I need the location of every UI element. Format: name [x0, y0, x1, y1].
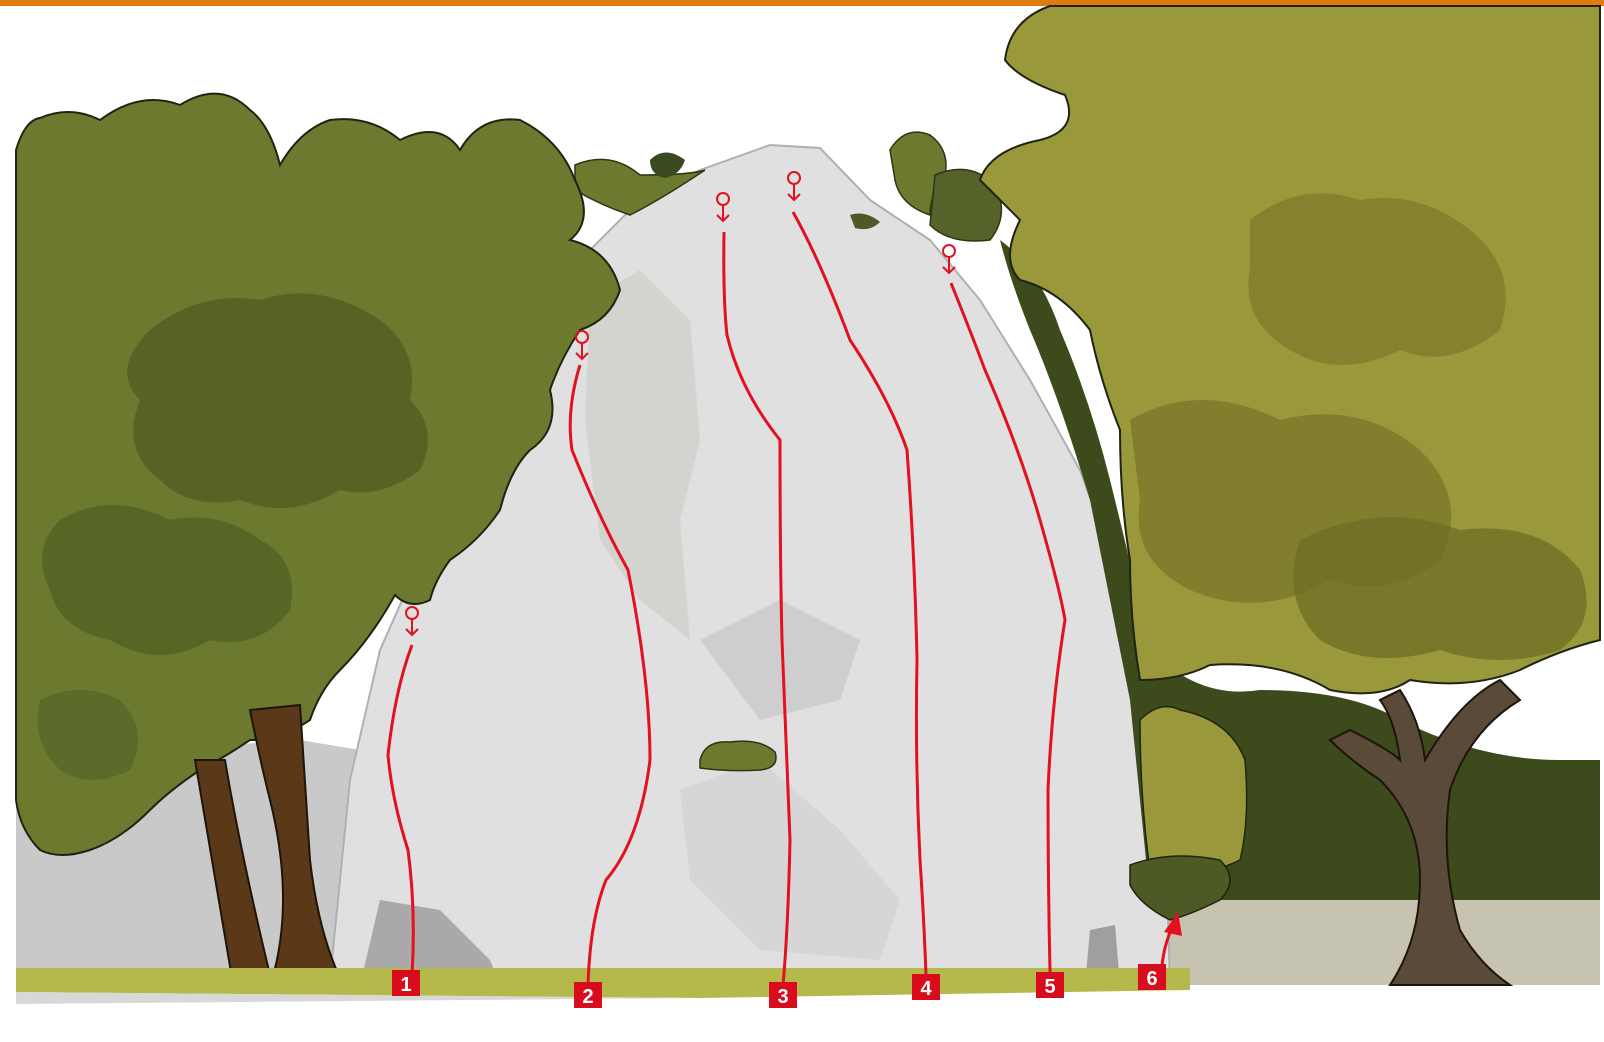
route-label-3[interactable]: 3 [769, 982, 797, 1008]
route-label-1-number: 1 [400, 974, 411, 996]
route-label-1[interactable]: 1 [392, 970, 420, 996]
bush [700, 741, 776, 771]
route-label-4-number: 4 [920, 978, 932, 1000]
route-label-2[interactable]: 2 [574, 982, 602, 1008]
route-label-6[interactable]: 6 [1138, 964, 1166, 990]
route-label-5[interactable]: 5 [1036, 972, 1064, 998]
tree-shade [127, 293, 428, 508]
route-label-4[interactable]: 4 [912, 974, 940, 1000]
route-label-3-number: 3 [777, 986, 788, 1008]
route-label-5-number: 5 [1044, 976, 1055, 998]
ground [16, 968, 1190, 998]
route-label-2-number: 2 [582, 986, 593, 1008]
route-label-6-number: 6 [1146, 968, 1157, 990]
